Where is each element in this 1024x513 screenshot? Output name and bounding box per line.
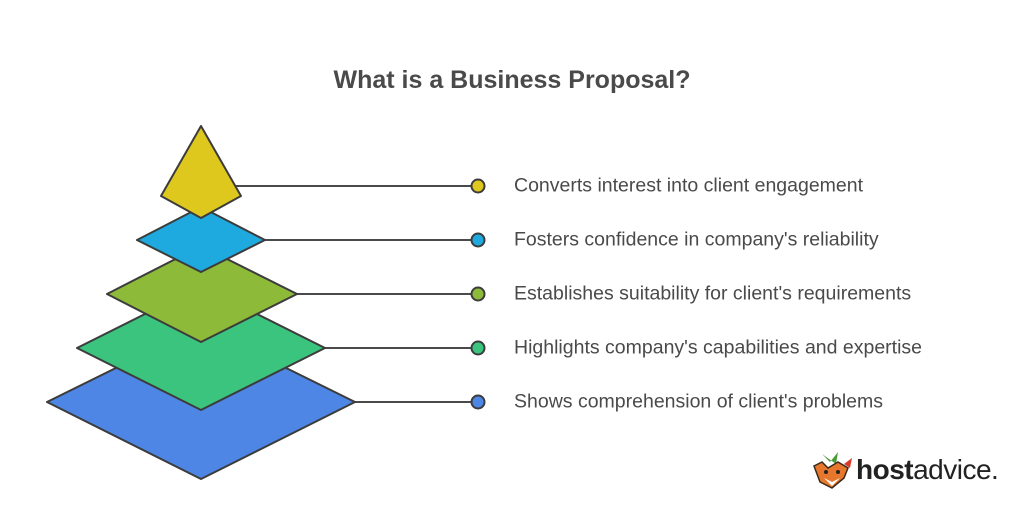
page-title: What is a Business Proposal? — [333, 66, 691, 94]
layer-label-4: Highlights company's capabilities and ex… — [514, 336, 923, 359]
layer-label-3: Establishes suitability for client's req… — [514, 282, 912, 305]
bullet-dot-3 — [470, 286, 486, 302]
hostadvice-logo: hostadvice. — [808, 448, 1008, 496]
layer-label-1: Converts interest into client engagement — [514, 174, 864, 197]
pyramid-layer-3 — [106, 245, 298, 343]
brand-wordmark: hostadvice. — [856, 454, 999, 485]
layer-label-5: Shows comprehension of client's problems — [514, 390, 883, 413]
bullet-dot-5 — [470, 394, 486, 410]
pyramid-layer-2 — [136, 206, 266, 273]
pyramid-layer-1 — [160, 125, 242, 219]
layer-label-2: Fosters confidence in company's reliabil… — [514, 228, 879, 251]
bullet-dot-2 — [470, 232, 486, 248]
bullet-dot-4 — [470, 340, 486, 356]
bullet-dot-1 — [470, 178, 486, 194]
fox-mascot-icon — [813, 452, 852, 489]
